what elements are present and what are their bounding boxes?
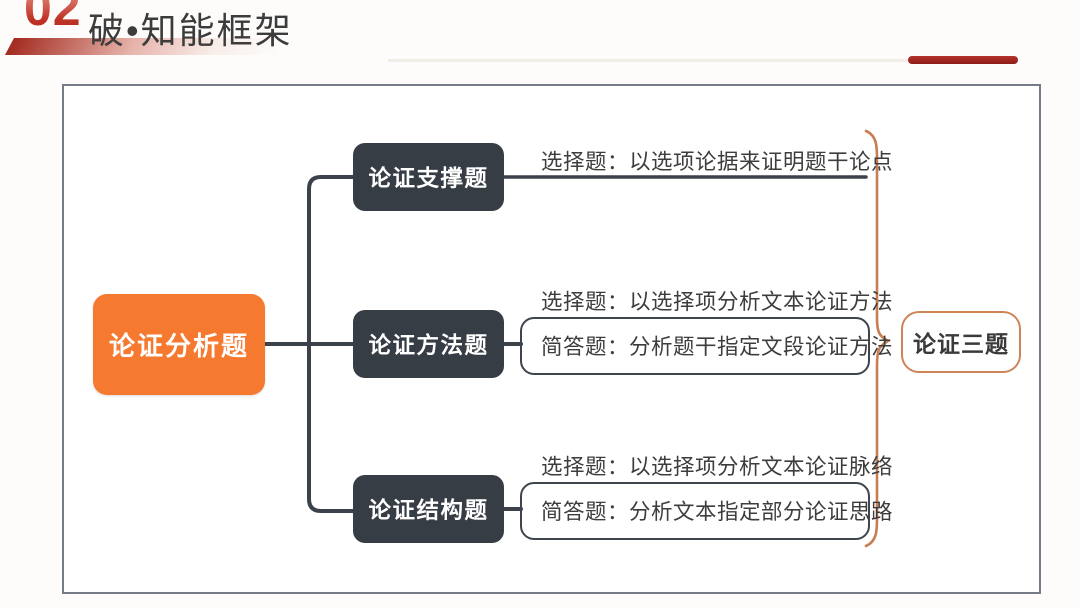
- summary-node: 论证三题: [901, 311, 1021, 373]
- leaf-text-structure-short-answer: 简答题：分析文本指定部分论证思路: [541, 500, 894, 524]
- leaf-box-method-short-answer: [520, 317, 870, 375]
- branch-node-method: 论证方法题: [353, 310, 504, 378]
- leaf-text-support-choice: 选择题：以选项论据来证明题干论点: [541, 150, 894, 174]
- leaf-text-method-choice: 选择题：以选择项分析文本论证方法: [541, 290, 894, 314]
- page-title: 破•知能框架: [88, 10, 293, 51]
- leaf-box-structure-short-answer: [520, 482, 870, 540]
- leaf-text-structure-choice: 选择题：以选择项分析文本论证脉络: [541, 455, 894, 479]
- branch-node-structure: 论证结构题: [353, 475, 504, 543]
- header-divider-line: [388, 59, 910, 62]
- header-red-bar: [908, 56, 1018, 64]
- leaf-text-method-short-answer: 简答题：分析题干指定文段论证方法: [541, 335, 894, 359]
- section-number: 02: [24, 0, 94, 45]
- branch-node-support: 论证支撑题: [353, 143, 504, 211]
- root-node: 论证分析题: [93, 294, 265, 395]
